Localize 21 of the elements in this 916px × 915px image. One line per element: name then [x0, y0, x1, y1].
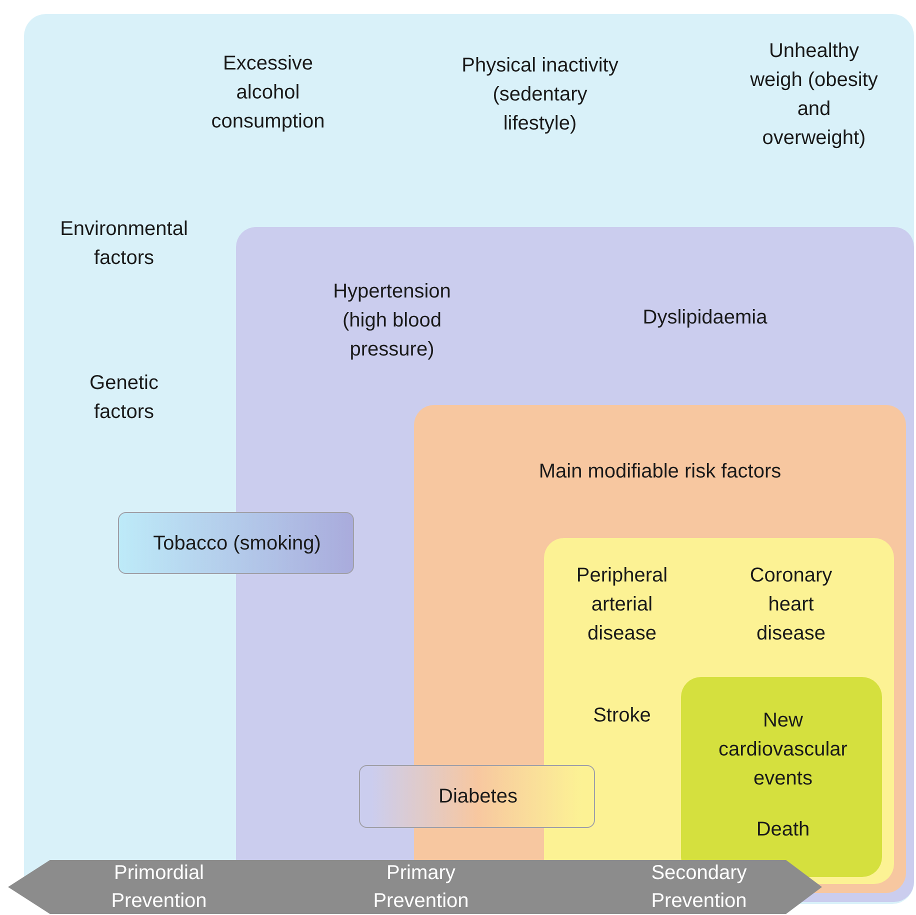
factor-label: Environmental factors — [59, 217, 189, 271]
factor-label: Dyslipidaemia — [642, 306, 768, 330]
diabetes-box — [359, 765, 595, 828]
factor-label: Hypertension (high blood pressure) — [332, 280, 452, 362]
factor-label: Genetic factors — [88, 371, 160, 425]
factor-label: Excessive alcohol consumption — [210, 52, 326, 134]
factor-label: Stroke — [592, 704, 652, 728]
factor-label: New cardiovascular events — [718, 708, 848, 792]
factor-label: Physical inactivity (sedentary lifestyle) — [460, 54, 620, 136]
factor-label: Coronary heart disease — [748, 564, 834, 646]
factor-label: Tobacco (smoking) — [152, 532, 322, 556]
factor-label: Main modifiable risk factors — [538, 460, 782, 484]
factor-label: Death — [755, 818, 811, 842]
factor-label: Diabetes — [438, 784, 518, 810]
prevention-label: Primary Prevention — [372, 861, 470, 914]
prevention-label: Secondary Prevention — [650, 861, 748, 914]
tobacco-box — [118, 512, 354, 574]
factor-label: Unhealthy weigh (obesity and overweight) — [749, 39, 879, 151]
prevention-label: Primordial Prevention — [110, 861, 208, 914]
disease-panel — [544, 538, 894, 884]
factor-label: Peripheral arterial disease — [575, 564, 669, 646]
